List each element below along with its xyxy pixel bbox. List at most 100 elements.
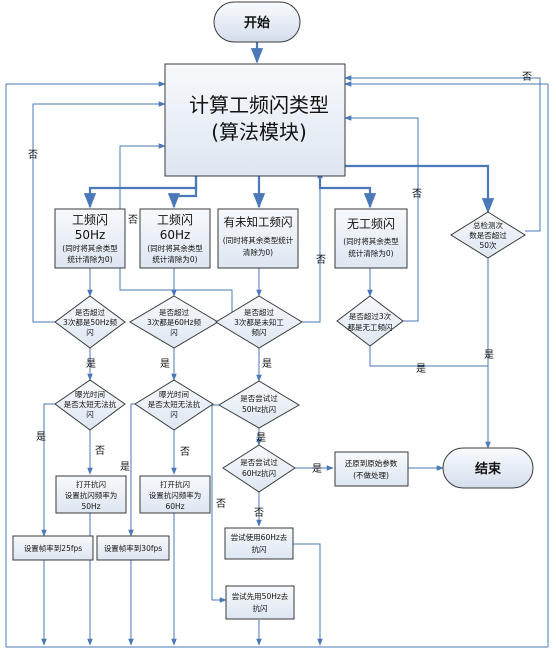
anti-50-l3: 50Hz (81, 502, 100, 511)
restore-l2: (不做处理) (353, 470, 389, 480)
check-none-l1: 是否超过3次 (349, 311, 392, 321)
restore-l1: 还原到原始参数 (345, 458, 398, 468)
check-none-l2: 都是无工频闪 (348, 322, 393, 332)
arrow-exp60-yes (128, 403, 135, 537)
end-label: 结束 (475, 461, 502, 477)
use-60-box (224, 527, 294, 560)
anti-60-l1: 打开抗闪 (160, 479, 190, 489)
check-total-l1: 总检测次 (473, 220, 503, 230)
branch-labels: 否 否 否 否 否 是 是 是 是 是 是 否 是 否 是 否 是 否 (28, 71, 532, 519)
try-60-l1: 是否尝试过 (240, 457, 278, 467)
label-yes-cunk: 是 (262, 358, 272, 370)
anti-60-l2: 设置抗闪频率为 (149, 490, 202, 500)
exposure-50-diamond (54, 379, 126, 431)
use-60-l1: 尝试使用60Hz去 (231, 532, 288, 542)
check-total-diamond (450, 211, 526, 259)
fps30-box (96, 535, 170, 561)
exposure-60-diamond (134, 379, 214, 431)
type-unknown-box (217, 208, 299, 269)
label-yes-exp60: 是 (120, 461, 130, 473)
type-unknown-note-2: 清除为0) (243, 247, 273, 257)
try-50-diamond (218, 380, 300, 429)
type-50hz-freq: 50Hz (75, 228, 106, 242)
label-yes-c60: 是 (160, 358, 170, 370)
type-60hz-freq: 60Hz (160, 228, 191, 242)
exposure-60-l1: 曝光时间 (159, 389, 189, 399)
check-none-diamond (336, 295, 404, 347)
check-total-l2: 数是否超过 (469, 230, 507, 240)
type-none-title: 无工频闪 (347, 217, 395, 231)
label-no-cunk: 否 (316, 254, 326, 266)
check-unknown-l3: 频闪 (252, 327, 267, 337)
arrow-main-t50 (83, 176, 198, 209)
label-no-exp50: 否 (95, 445, 105, 457)
try-50-l2: 50Hz抗闪 (242, 404, 276, 414)
type-60hz-note-2: 统计清除为0) (152, 254, 197, 264)
main-process-box (164, 63, 346, 177)
exposure-50-l3: 闪 (86, 410, 94, 419)
restore-box (334, 451, 409, 487)
check-unknown-diamond (215, 295, 303, 349)
exposure-50-l2: 是否太短无法抗 (64, 399, 117, 409)
type-50hz-note-2: 统计清除为0) (67, 254, 112, 264)
check-50hz-diamond (54, 295, 126, 349)
check-50hz-l1: 是否超过 (75, 307, 105, 317)
check-60hz-l3: 闪 (170, 328, 178, 337)
check-60hz-l2: 3次都是60Hz频 (147, 317, 201, 327)
type-60hz-title: 工频闪 (157, 213, 193, 227)
start-terminal (213, 1, 301, 43)
check-unknown-l1: 是否超过 (244, 307, 274, 317)
try-50-l1: 是否尝试过 (240, 393, 278, 403)
label-no-total: 否 (522, 71, 532, 83)
label-no-c50: 否 (28, 149, 38, 161)
type-60hz-note-1: (同时将其余类型 (147, 243, 203, 253)
label-yes-cnone: 是 (416, 363, 426, 375)
loop-total-no (344, 75, 541, 232)
arrow-exp50-yes (41, 403, 55, 537)
anti-50-box (55, 475, 127, 514)
type-unknown-title: 有未知工频闪 (224, 215, 293, 229)
check-total-l3: 50次 (479, 240, 497, 250)
exposure-60-l3: 闪 (170, 410, 178, 419)
arrow-cnone-yes (369, 346, 488, 367)
label-yes-exp50: 是 (36, 431, 46, 443)
loop-cunk-no (302, 171, 323, 323)
start-label: 开始 (244, 15, 270, 31)
check-50hz-l2: 3次都是50Hz频 (63, 317, 117, 327)
anti-50-l1: 打开抗闪 (76, 479, 106, 489)
anti-60-l3: 60Hz (165, 502, 184, 511)
anti-60-box (139, 475, 211, 514)
use-50-l1: 尝试先用50Hz去 (232, 591, 289, 601)
loop-c50-no (32, 101, 166, 323)
exposure-50-l1: 曝光时间 (75, 389, 105, 399)
arrow-main-total (345, 164, 495, 214)
drop-use60 (293, 543, 323, 646)
type-50hz-box (54, 208, 126, 269)
check-60hz-l1: 是否超过 (159, 307, 189, 317)
fps30-label: 设置帧率到30fps (104, 543, 162, 553)
label-yes-try60: 是 (312, 463, 322, 475)
label-yes-try50: 是 (256, 432, 266, 444)
type-50hz-title: 工频闪 (72, 213, 108, 227)
type-none-box (334, 208, 408, 269)
check-50hz-l3: 闪 (86, 328, 94, 337)
type-unknown-note-1: (同时将其余类型统计 (223, 235, 294, 245)
main-process-line-1: 计算工频闪类型 (189, 93, 329, 117)
label-no-try60: 否 (254, 507, 264, 519)
label-yes-c50: 是 (86, 358, 96, 370)
type-50hz-note-1: (同时将其余类型 (62, 243, 118, 253)
exposure-60-l2: 是否太短无法抗 (148, 399, 201, 409)
use-60-l2: 抗闪 (252, 544, 267, 554)
fps25-label: 设置帧率到25fps (24, 543, 82, 553)
anti-50-l2: 设置抗闪频率为 (65, 490, 118, 500)
type-none-note-1: (同时将其余类型 (343, 236, 399, 246)
label-yes-total: 是 (484, 349, 494, 361)
label-no-c60: 否 (128, 214, 138, 226)
check-unknown-l2: 3次都是未知工 (234, 317, 284, 327)
label-no-cnone: 否 (412, 188, 422, 200)
try-60-diamond (222, 444, 296, 493)
arrow-try50-no (211, 404, 227, 603)
arrow-main-none (318, 176, 377, 209)
